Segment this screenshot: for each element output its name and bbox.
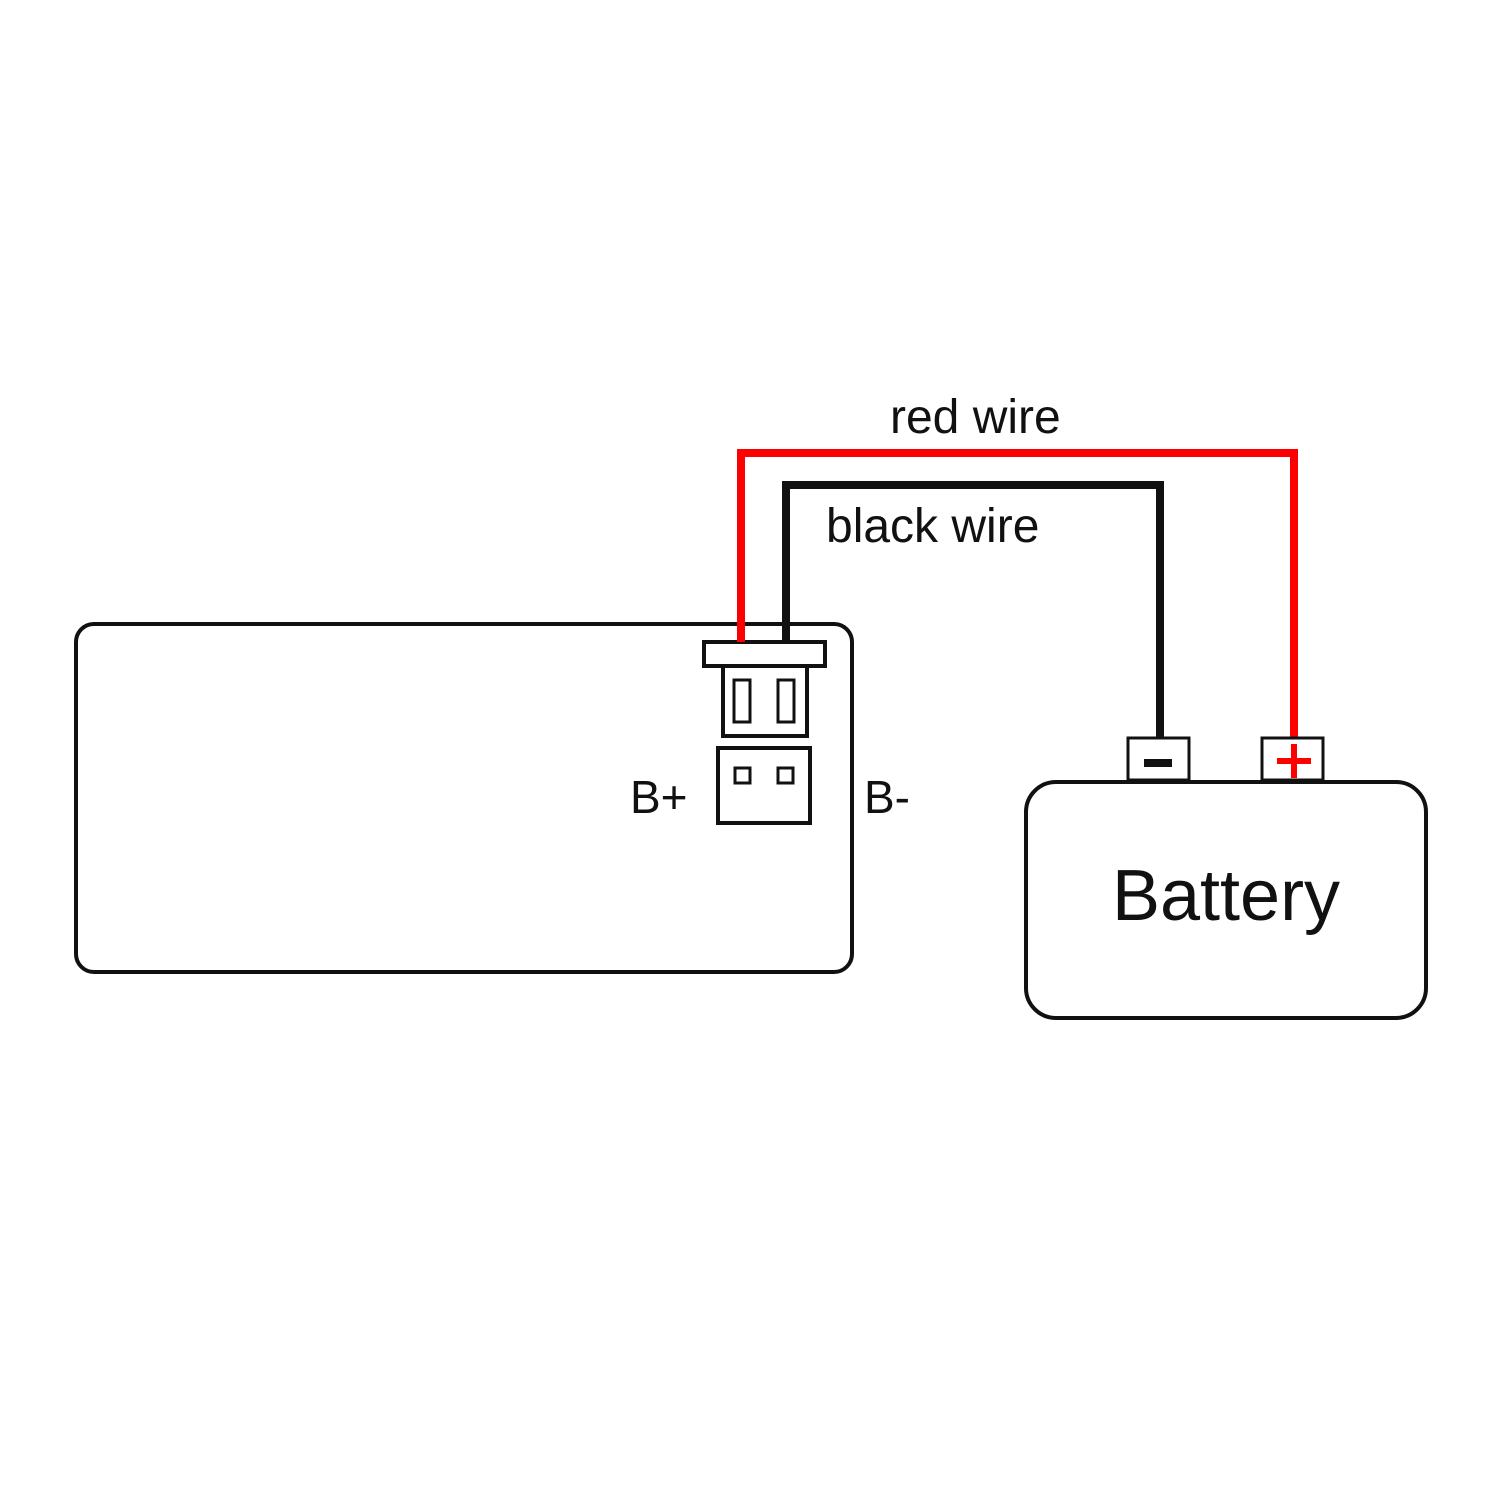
- device-board: [74, 622, 854, 974]
- black-wire-label: black wire: [826, 500, 1039, 553]
- b-minus-label: B-: [864, 771, 910, 823]
- plus-icon: [1277, 744, 1311, 778]
- connector-plug-cap: [702, 640, 827, 668]
- b-plus-label: B+: [630, 771, 688, 823]
- black-wire: [782, 481, 1164, 738]
- battery-label: Battery: [1112, 856, 1340, 936]
- red-wire-label: red wire: [890, 391, 1061, 444]
- battery-terminal-negative: [1126, 736, 1191, 782]
- red-wire: [737, 449, 1298, 738]
- minus-icon: [1144, 759, 1172, 767]
- connector-socket-pin-right: [776, 766, 795, 785]
- connector-plug-pin-left: [732, 678, 752, 724]
- connector-socket-pin-left: [733, 766, 752, 785]
- connector-socket: [716, 746, 812, 825]
- battery-body: [1024, 780, 1428, 1020]
- connector-plug: [702, 640, 827, 738]
- battery-terminal-positive: [1260, 736, 1325, 782]
- connector-plug-pin-right: [776, 678, 796, 724]
- connector-socket-body: [716, 746, 812, 825]
